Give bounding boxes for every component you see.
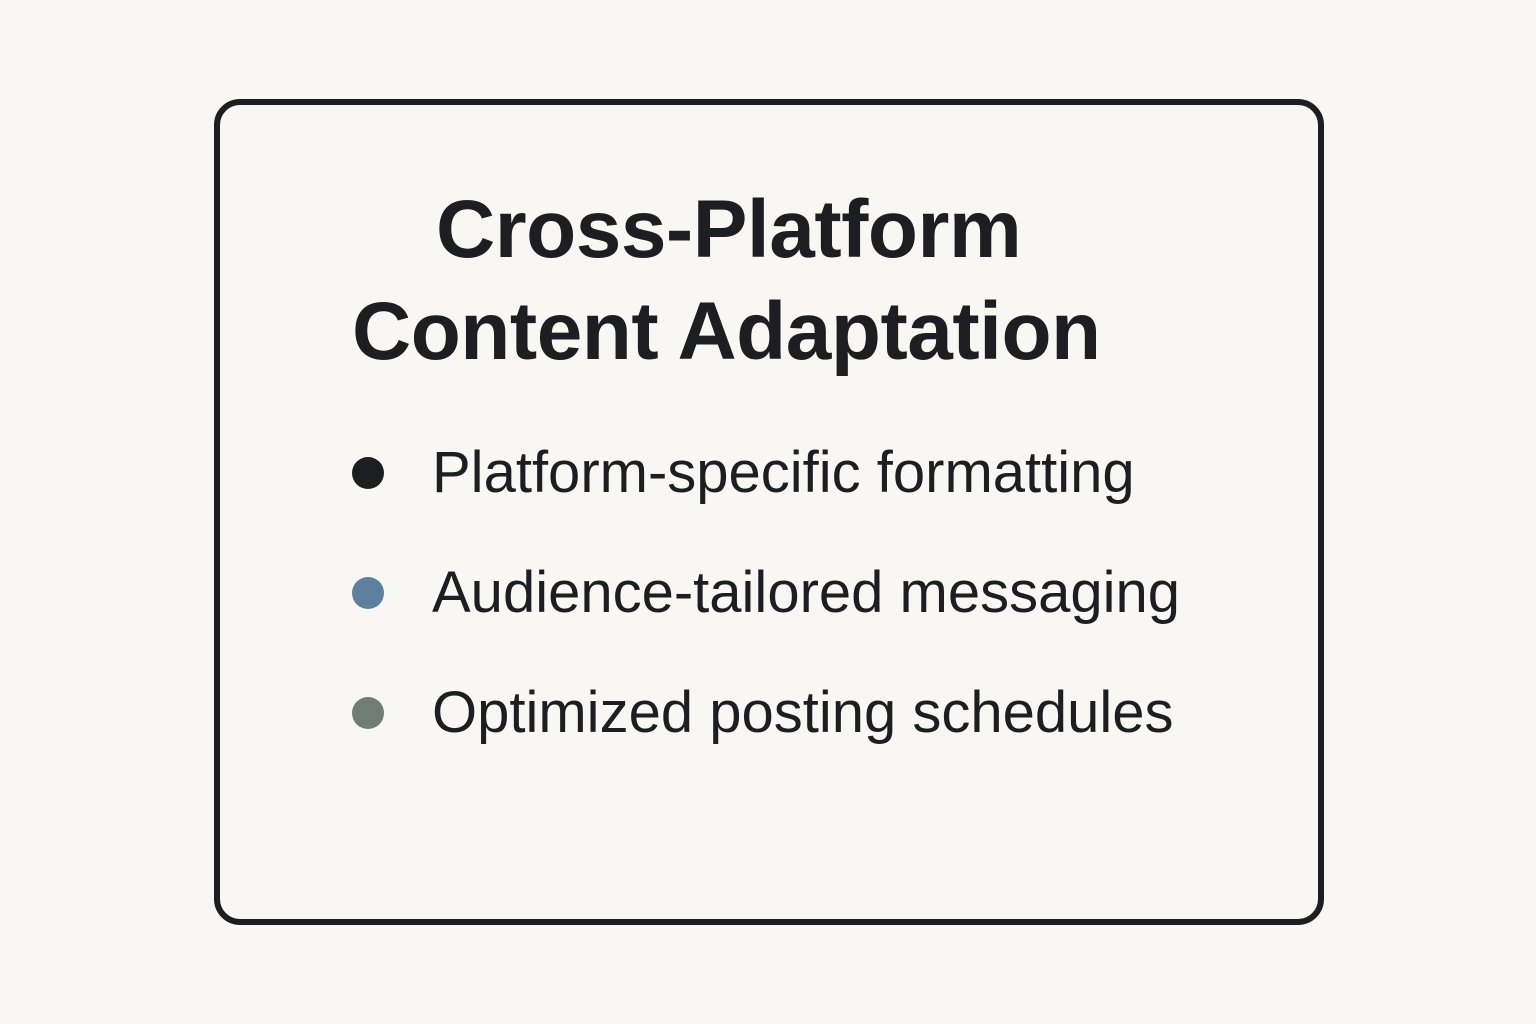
card-title: Cross-Platform Content Adaptation <box>220 179 1318 383</box>
content-card: Cross-Platform Content Adaptation Platfo… <box>214 99 1324 925</box>
bullet-dot-icon <box>352 697 384 729</box>
card-title-line-1: Cross-Platform <box>436 184 1022 275</box>
bullet-list: Platform-specific formatting Audience-ta… <box>352 423 1180 783</box>
bullet-item-platform-formatting: Platform-specific formatting <box>352 423 1180 523</box>
bullet-dot-icon <box>352 457 384 489</box>
bullet-label: Audience-tailored messaging <box>432 560 1180 625</box>
bullet-label: Optimized posting schedules <box>432 680 1174 745</box>
card-title-line-2: Content Adaptation <box>352 286 1101 377</box>
bullet-item-posting-schedules: Optimized posting schedules <box>352 663 1180 763</box>
bullet-label: Platform-specific formatting <box>432 440 1135 505</box>
bullet-dot-icon <box>352 577 384 609</box>
bullet-item-audience-messaging: Audience-tailored messaging <box>352 543 1180 643</box>
